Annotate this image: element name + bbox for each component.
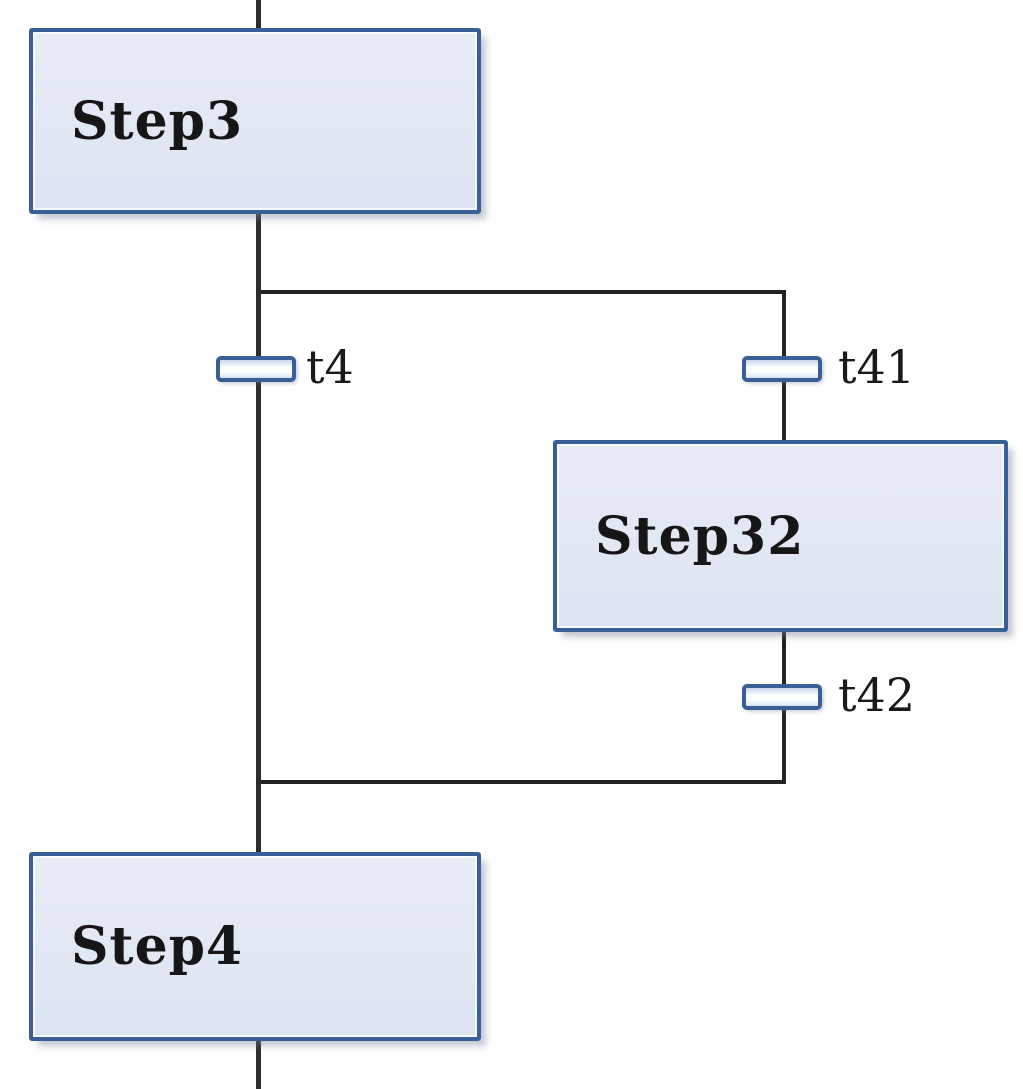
connector-convergence-to-step4	[256, 780, 261, 858]
connector-step32-to-t42	[782, 626, 786, 702]
connector-left-rail	[256, 290, 261, 784]
step-box-step3[interactable]: Step3	[29, 28, 481, 214]
branch-divergence-line	[256, 290, 786, 294]
branch-convergence-line	[256, 780, 786, 784]
step-box-step32[interactable]: Step32	[553, 440, 1008, 632]
transition-bar-t42[interactable]	[742, 684, 822, 710]
transition-label-t4: t4	[306, 340, 354, 394]
connector-step3-to-divergence	[256, 210, 261, 296]
connector-t41-to-step32	[782, 370, 786, 446]
transition-label-t42: t42	[838, 668, 916, 722]
transition-label-t41: t41	[838, 340, 916, 394]
connector-t42-to-convergence	[782, 700, 786, 784]
transition-bar-t4[interactable]	[216, 356, 296, 382]
connector-incoming-top	[256, 0, 261, 32]
connector-outgoing-bottom	[256, 1037, 261, 1089]
connector-right-rail-upper	[782, 290, 786, 370]
step-label-step32: Step32	[595, 505, 805, 567]
step-label-step4: Step4	[71, 916, 244, 977]
transition-bar-t41[interactable]	[742, 356, 822, 382]
step-label-step3: Step3	[71, 90, 244, 152]
step-box-step4[interactable]: Step4	[29, 852, 481, 1041]
